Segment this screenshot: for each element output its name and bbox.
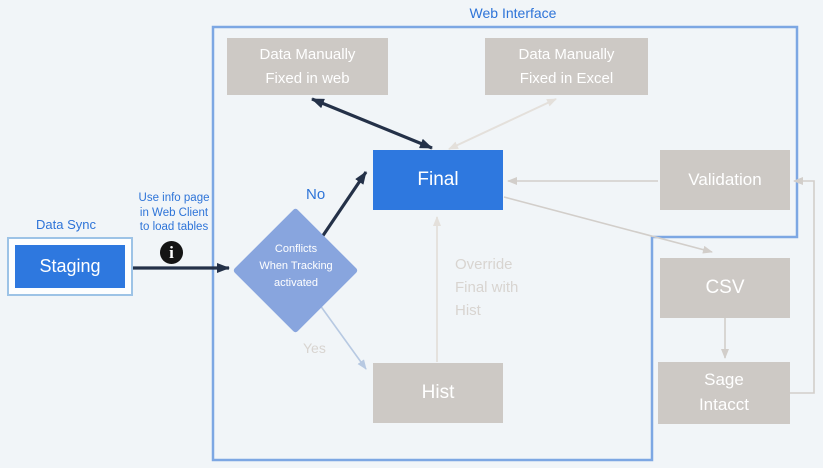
info-icon: i (160, 241, 183, 264)
arrow-final-to-fixed-web (311, 97, 433, 150)
decision-conflicts-label: Conflicts When Tracking activated (259, 243, 333, 290)
node-sage-intacct: Sage Intacct (658, 362, 790, 424)
node-hist: Hist (373, 363, 503, 423)
arrow-sage-to-validation-feedback (790, 177, 815, 394)
node-final: Final (373, 150, 503, 210)
branch-no-label: No (306, 186, 326, 203)
arrow-conflicts-yes-to-hist (316, 300, 367, 370)
node-fixed-in-web: Data Manually Fixed in web (227, 38, 388, 95)
node-validation: Validation (660, 150, 790, 210)
info-note: Use info page in Web Client to load tabl… (138, 192, 210, 233)
arrow-final-to-csv (503, 196, 713, 254)
branch-yes-label: Yes (303, 340, 326, 356)
node-csv: CSV (660, 258, 790, 318)
data-sync-container: Staging (7, 237, 133, 296)
override-note: Override Final with Hist (455, 256, 519, 319)
node-staging: Staging (15, 245, 125, 288)
web-interface-label: Web Interface (469, 5, 557, 21)
data-sync-label: Data Sync (36, 217, 96, 232)
arrow-final-to-fixed-excel (448, 98, 557, 150)
arrow-conflicts-no-to-final (320, 171, 368, 238)
web-interface-region-border (211, 25, 799, 462)
node-fixed-in-excel: Data Manually Fixed in Excel (485, 38, 648, 95)
